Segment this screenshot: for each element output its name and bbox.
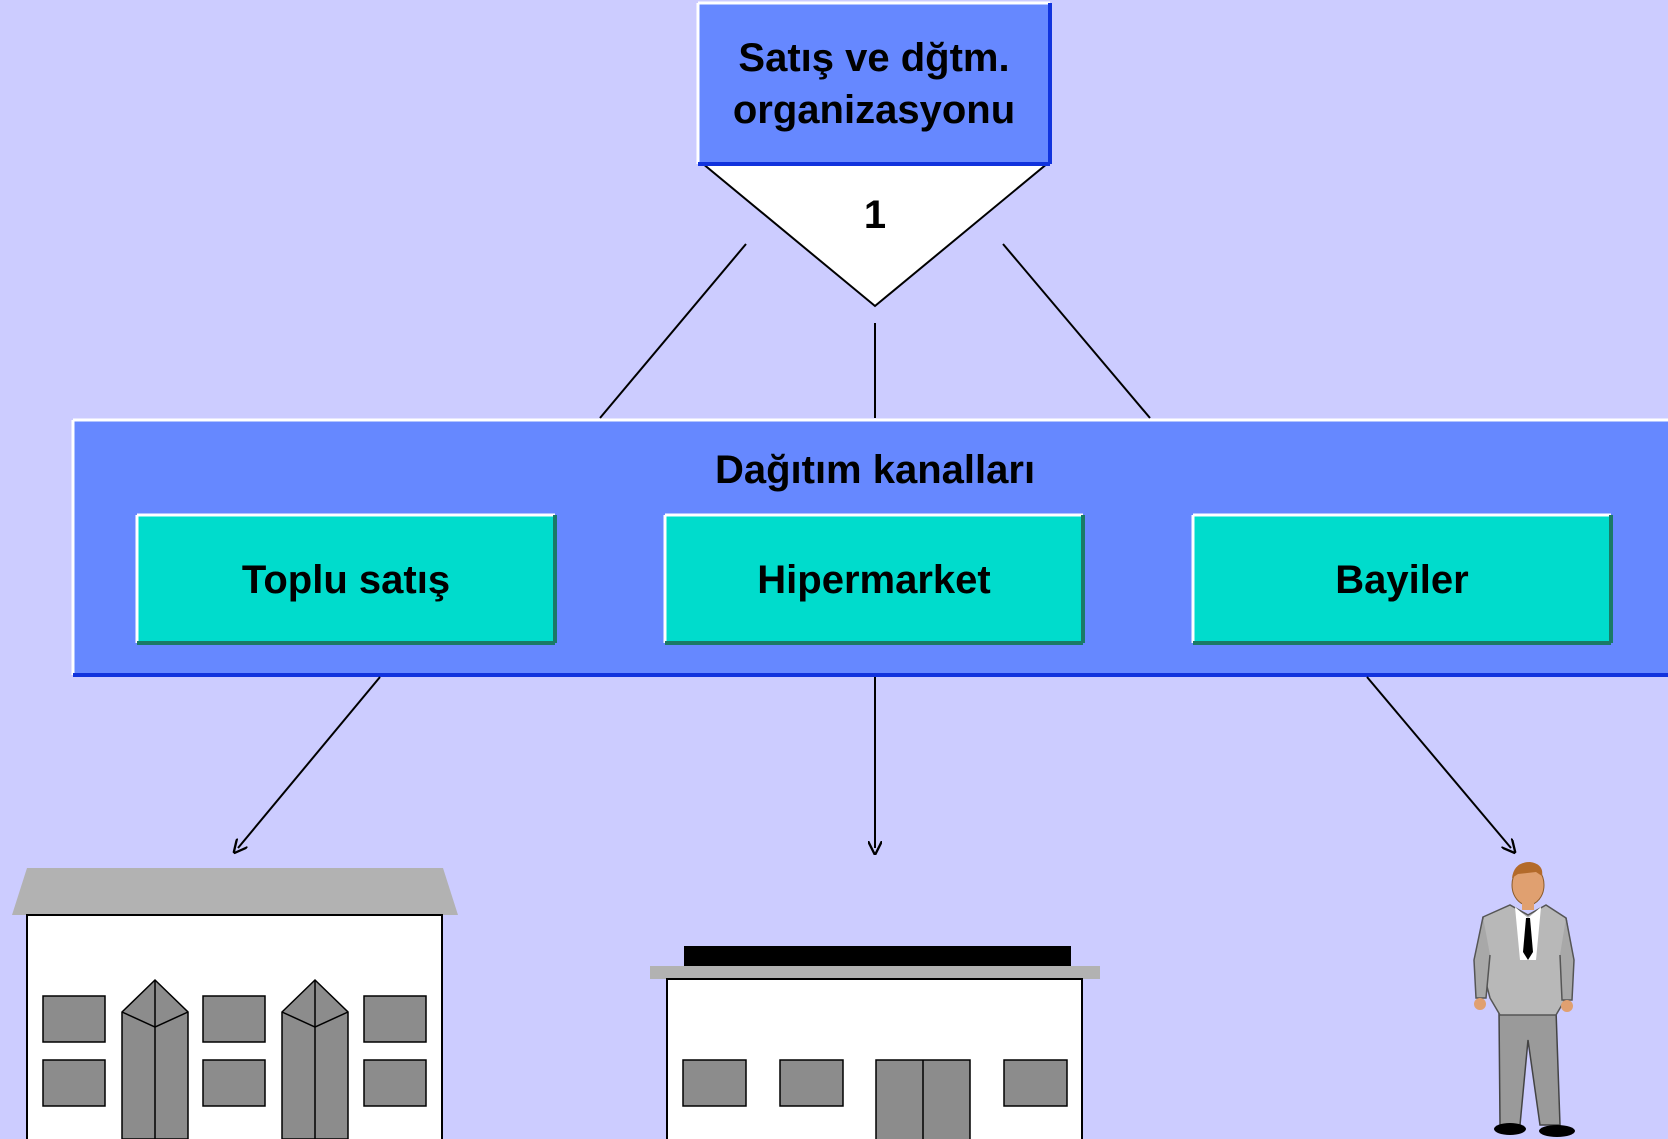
channel-box-hipermarket[interactable] bbox=[663, 513, 1085, 645]
arrow-bayiler bbox=[1366, 676, 1511, 848]
org-number: 1 bbox=[863, 192, 887, 237]
channels-group-title: Dağıtım kanalları bbox=[714, 447, 1036, 492]
channel-label-bayiler: Bayiler bbox=[1335, 557, 1469, 602]
channel-box-toplu[interactable] bbox=[135, 513, 557, 645]
channel-label-toplu: Toplu satış bbox=[241, 557, 451, 602]
office-building-icon bbox=[12, 868, 458, 1139]
connector-left bbox=[599, 243, 747, 419]
connector-right bbox=[1002, 243, 1151, 419]
org-title: Satış ve dğtm. organizasyonu bbox=[700, 30, 1048, 138]
store-building-icon bbox=[650, 946, 1100, 1139]
channel-box-bayiler[interactable] bbox=[1191, 513, 1613, 645]
org-title-line1: Satış ve dğtm. bbox=[738, 36, 1010, 80]
org-box[interactable] bbox=[698, 3, 1050, 164]
org-title-line2: organizasyonu bbox=[732, 88, 1016, 132]
arrow-toplu bbox=[238, 676, 381, 848]
channel-label-hipermarket: Hipermarket bbox=[757, 557, 991, 602]
businessman-icon bbox=[1473, 862, 1575, 1137]
